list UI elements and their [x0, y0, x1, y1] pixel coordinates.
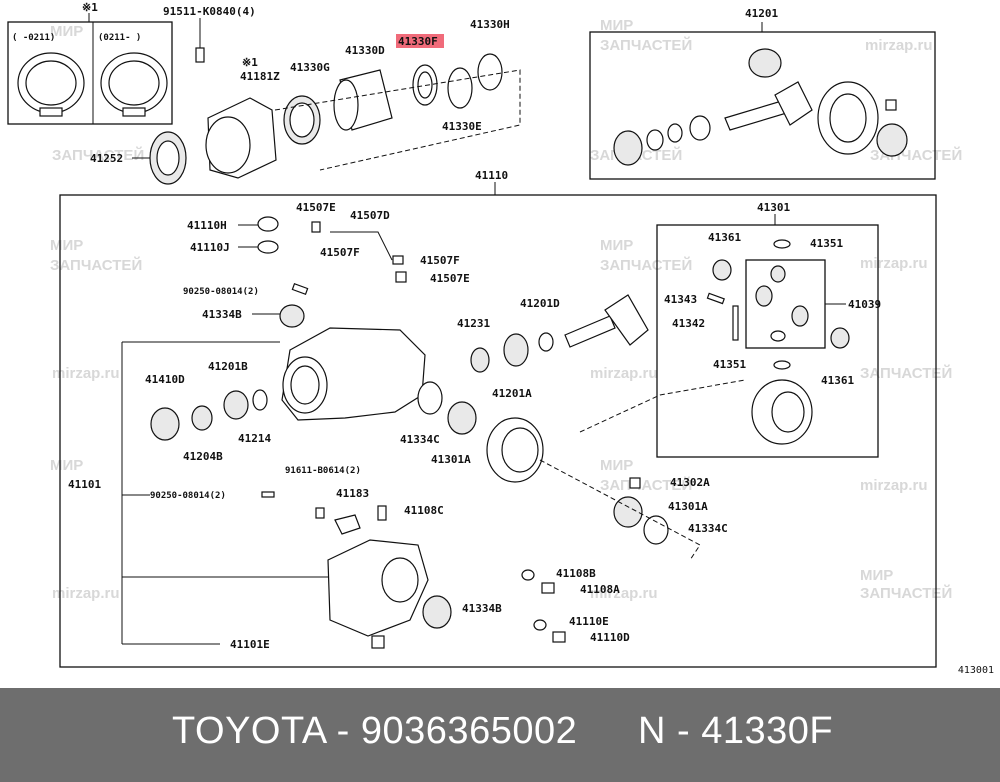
watermark-en-2: mirzap.ru — [860, 255, 928, 272]
label-41110d: 41110D — [590, 631, 630, 644]
watermark-ru-3: ЗАПЧАСТЕЙ — [600, 36, 692, 54]
label-41108a: 41108A — [580, 583, 620, 596]
brand-part-number: TOYOTA - 9036365002 — [172, 710, 578, 752]
seal-41334b-top — [279, 304, 305, 328]
oil-seal-41330h — [477, 53, 503, 91]
note-mark: ※1 — [82, 1, 98, 14]
label-41301: 41301 — [757, 201, 790, 214]
parts-diagram: МИР МИР ЗАПЧАСТЕЙ mirzap.ru ЗАПЧАСТЕЙ ЗА… — [7, 1, 962, 668]
label-41110h: 41110H — [187, 219, 227, 232]
label-41110e: 41110E — [569, 615, 609, 628]
label-41201d: 41201D — [520, 297, 560, 310]
label-41302a: 41302A — [670, 476, 710, 489]
label-41334c: 41334C — [400, 433, 440, 446]
label-41351-top: 41351 — [810, 237, 843, 250]
label-41507d: 41507D — [350, 209, 390, 222]
watermark-ru-14: ЗАПЧАСТЕЙ — [600, 476, 692, 494]
drive-pinion-kit-41201: 41201 — [589, 7, 936, 180]
label-41214: 41214 — [238, 432, 271, 445]
label-41330d: 41330D — [345, 44, 385, 57]
label-41101: 41101 — [68, 478, 101, 491]
label-41201b: 41201B — [208, 360, 248, 373]
watermark-ru-10: ЗАПЧАСТЕЙ — [600, 256, 692, 274]
watermark-ru-1: МИР — [50, 23, 83, 40]
label-41361-top: 41361 — [708, 231, 741, 244]
label-41343: 41343 — [664, 293, 697, 306]
label-41351: 41351 — [713, 358, 746, 371]
gasket-variants-inset: ※1 ( -0211) (0211- ) — [7, 1, 173, 125]
label-41330g: 41330G — [290, 61, 330, 74]
label-41507f-left: 41507F — [320, 246, 360, 259]
label-41330e: 41330E — [442, 120, 482, 133]
figure-number: 413001 — [957, 665, 994, 676]
label-41110: 41110 — [475, 169, 508, 182]
caption-bar: TOYOTA - 9036365002 N - 41330F — [0, 688, 1000, 782]
watermark-ru-12: МИР — [50, 457, 83, 474]
watermark-ru-11: ЗАПЧАСТЕЙ — [860, 364, 952, 382]
label-90250-b: 90250-08014(2) — [150, 491, 226, 501]
label-41181z-mark: ※1 — [242, 56, 258, 69]
gasket-41110j — [257, 240, 279, 254]
watermark-ru-2: МИР — [600, 17, 633, 34]
ring-41330e — [447, 67, 473, 109]
watermark-en-3: mirzap.ru — [52, 365, 120, 382]
bolt-91511 — [195, 47, 205, 63]
label-41301a-right: 41301A — [668, 500, 708, 513]
range-left-label: ( -0211) — [12, 33, 55, 43]
label-41039: 41039 — [848, 298, 881, 311]
watermark-ru-15: МИР — [860, 567, 893, 584]
watermark-en-5: mirzap.ru — [860, 477, 928, 494]
watermark-en-6: mirzap.ru — [52, 585, 120, 602]
label-41183: 41183 — [336, 487, 369, 500]
label-41204b: 41204B — [183, 450, 223, 463]
label-41334b-top: 41334B — [202, 308, 242, 321]
label-41110j: 41110J — [190, 241, 230, 254]
label-41201a: 41201A — [492, 387, 532, 400]
highlight-41330f — [396, 34, 444, 48]
watermark-en-1: mirzap.ru — [865, 37, 933, 54]
label-41507e: 41507E — [430, 272, 470, 285]
label-41108b: 41108B — [556, 567, 596, 580]
differential-kit-41301: 41301 41361 41351 41343 41342 41039 4135… — [656, 201, 881, 458]
label-41252: 41252 — [90, 152, 123, 165]
label-41342: 41342 — [672, 317, 705, 330]
watermark-ru-13: МИР — [600, 457, 633, 474]
range-right-label: (0211- ) — [98, 33, 141, 43]
label-41334b: 41334B — [462, 602, 502, 615]
watermark-ru-16: ЗАПЧАСТЕЙ — [860, 584, 952, 602]
watermark-en-4: mirzap.ru — [590, 365, 658, 382]
watermark-ru-8: ЗАПЧАСТЕЙ — [50, 256, 142, 274]
plug-41110h — [257, 216, 279, 232]
watermark-ru-7: МИР — [50, 237, 83, 254]
label-91611: 91611-B0614(2) — [285, 466, 361, 476]
label-91511: 91511-K0840(4) — [163, 5, 256, 18]
label-41181z: 41181Z — [240, 70, 280, 83]
main-assembly-41110: 41110 41110H 41110J 41507E 41507D 41507F… — [59, 169, 937, 668]
watermark-en-7: mirzap.ru — [590, 585, 658, 602]
label-41334c-right: 41334C — [688, 522, 728, 535]
label-41410d: 41410D — [145, 373, 185, 386]
label-41108c: 41108C — [404, 504, 444, 517]
label-41507f: 41507F — [420, 254, 460, 267]
watermark-ru-9: МИР — [600, 237, 633, 254]
label-90250-a: 90250-08014(2) — [183, 287, 259, 297]
reference-number: N - 41330F — [638, 710, 834, 752]
label-41101e: 41101E — [230, 638, 270, 651]
label-41301a: 41301A — [431, 453, 471, 466]
seal-41410d — [150, 407, 180, 441]
watermark-layer: МИР МИР ЗАПЧАСТЕЙ mirzap.ru ЗАПЧАСТЕЙ ЗА… — [50, 17, 962, 602]
seal-41334b — [422, 595, 452, 629]
top-row-parts: 91511-K0840(4) 41181Z ※1 41330G 41330D 4… — [90, 5, 521, 185]
label-41201: 41201 — [745, 7, 778, 20]
label-41231: 41231 — [457, 317, 490, 330]
label-41361: 41361 — [821, 374, 854, 387]
label-41507e-top: 41507E — [296, 201, 336, 214]
watermark-ru-4: ЗАПЧАСТЕЙ — [52, 146, 144, 164]
label-41330f: 41330F — [398, 35, 438, 48]
label-41330h: 41330H — [470, 18, 510, 31]
